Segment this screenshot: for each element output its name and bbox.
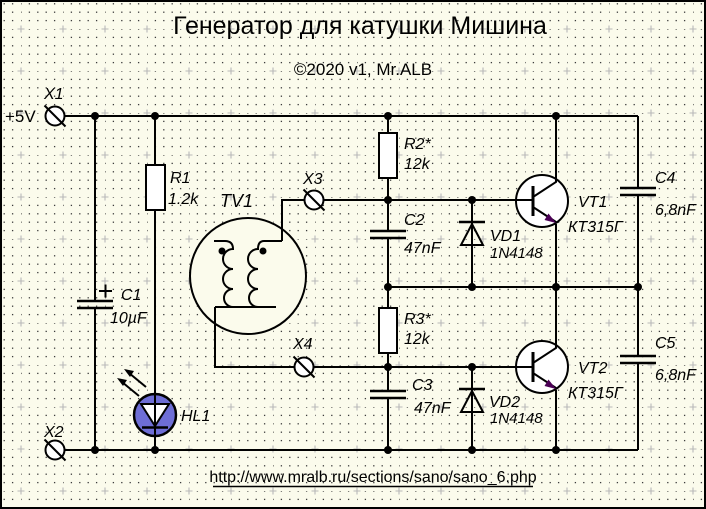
c5-ref-label: C5	[655, 335, 676, 352]
vt2-value-label: КТ315Г	[568, 385, 624, 402]
junction-dot	[468, 363, 476, 371]
terminal-x2	[43, 438, 67, 462]
vt1-ref-label: VT1	[578, 194, 607, 211]
vd2-value-label: 1N4148	[490, 410, 543, 427]
vd2-ref-label: VD2	[489, 394, 520, 411]
terminal-x1-label: X1	[43, 86, 64, 103]
capacitor-c1	[77, 284, 113, 310]
resistor-r1	[145, 164, 166, 211]
terminal-x1	[43, 104, 67, 128]
led-hl1	[117, 369, 178, 438]
secondary-winding	[247, 240, 282, 308]
r2-ref-label: R2*	[404, 136, 431, 153]
primary-winding	[214, 240, 235, 308]
junction-dot	[384, 363, 392, 371]
page-subtitle: ©2020 v1, Mr.ALB	[294, 60, 432, 79]
winding-phase-dot	[259, 247, 267, 255]
terminal-slash-icon	[302, 188, 326, 212]
capacitor-c4	[620, 186, 656, 197]
terminal-slash-icon	[292, 355, 316, 379]
junction-dot	[468, 283, 476, 291]
c2-value-label: 47nF	[404, 240, 442, 257]
polarity-plus-icon	[99, 284, 112, 298]
resistor-r2	[378, 132, 398, 179]
junction-dot	[468, 196, 476, 204]
r3-ref-label: R3*	[404, 311, 431, 328]
winding-common-lead	[214, 306, 276, 326]
transistor-vt2	[515, 340, 569, 394]
collector-lead	[532, 175, 557, 198]
junction-dot	[91, 446, 99, 454]
junction-dot	[384, 196, 392, 204]
tv1-ref-label: TV1	[220, 191, 253, 211]
diode-vd2	[459, 387, 485, 413]
collector-lead	[532, 341, 557, 364]
c4-value-label: 6,8nF	[655, 202, 697, 219]
junction-dot	[384, 112, 392, 120]
resistor-r3	[378, 307, 398, 354]
terminal-x4-label: X4	[292, 336, 313, 353]
terminal-slash-icon	[43, 104, 67, 128]
junction-dot	[552, 283, 560, 291]
vt2-ref-label: VT2	[578, 360, 607, 377]
c2-ref-label: C2	[404, 212, 425, 229]
transformer-tv1	[189, 217, 307, 335]
terminal-x2-label: X2	[43, 424, 64, 441]
c3-value-label: 47nF	[414, 400, 452, 417]
terminal-slash-icon	[43, 438, 67, 462]
junction-dot	[151, 112, 159, 120]
terminal-x3	[302, 188, 326, 212]
vd1-value-label: 1N4148	[490, 245, 543, 262]
vt1-value-label: КТ315Г	[568, 219, 624, 236]
junction-dot	[552, 446, 560, 454]
capacitor-c3	[370, 389, 406, 400]
emitter-arrow	[544, 379, 556, 389]
junction-dot	[468, 446, 476, 454]
capacitor-c5	[620, 354, 656, 365]
c4-ref-label: C4	[655, 170, 676, 187]
r2-value-label: 12k	[404, 156, 431, 173]
junction-dots	[91, 112, 642, 454]
junction-dot	[634, 283, 642, 291]
url-link[interactable]: http://www.mralb.ru/sections/sano/sano_6…	[209, 469, 536, 486]
page-title: Генератор для катушки Мишина	[173, 12, 547, 40]
emitter-arrow	[544, 213, 556, 223]
led-emission-arrows-icon	[117, 369, 147, 397]
hl1-ref-label: HL1	[181, 408, 210, 425]
junction-dot	[384, 283, 392, 291]
wire-x4-line	[214, 325, 517, 368]
capacitor-c2	[370, 229, 406, 240]
junction-dot	[91, 112, 99, 120]
r1-ref-label: R1	[170, 170, 190, 187]
r1-value-label: 1.2k	[168, 191, 199, 208]
wires	[55, 115, 639, 451]
c5-value-label: 6,8nF	[655, 367, 697, 384]
c3-ref-label: C3	[412, 377, 433, 394]
winding-phase-dot	[218, 247, 226, 255]
terminal-x4	[292, 355, 316, 379]
wire-x3-line	[281, 199, 517, 229]
r3-value-label: 12k	[404, 331, 431, 348]
junction-dot	[552, 112, 560, 120]
c1-ref-label: C1	[121, 287, 141, 304]
supply-label: +5V	[5, 107, 36, 126]
vd1-ref-label: VD1	[490, 228, 521, 245]
c1-value-label: 10µF	[110, 310, 148, 327]
terminal-x3-label: X3	[302, 171, 323, 188]
transistor-vt1	[515, 174, 569, 228]
junction-dot	[384, 446, 392, 454]
junction-dot	[151, 446, 159, 454]
diode-vd1	[459, 220, 485, 246]
